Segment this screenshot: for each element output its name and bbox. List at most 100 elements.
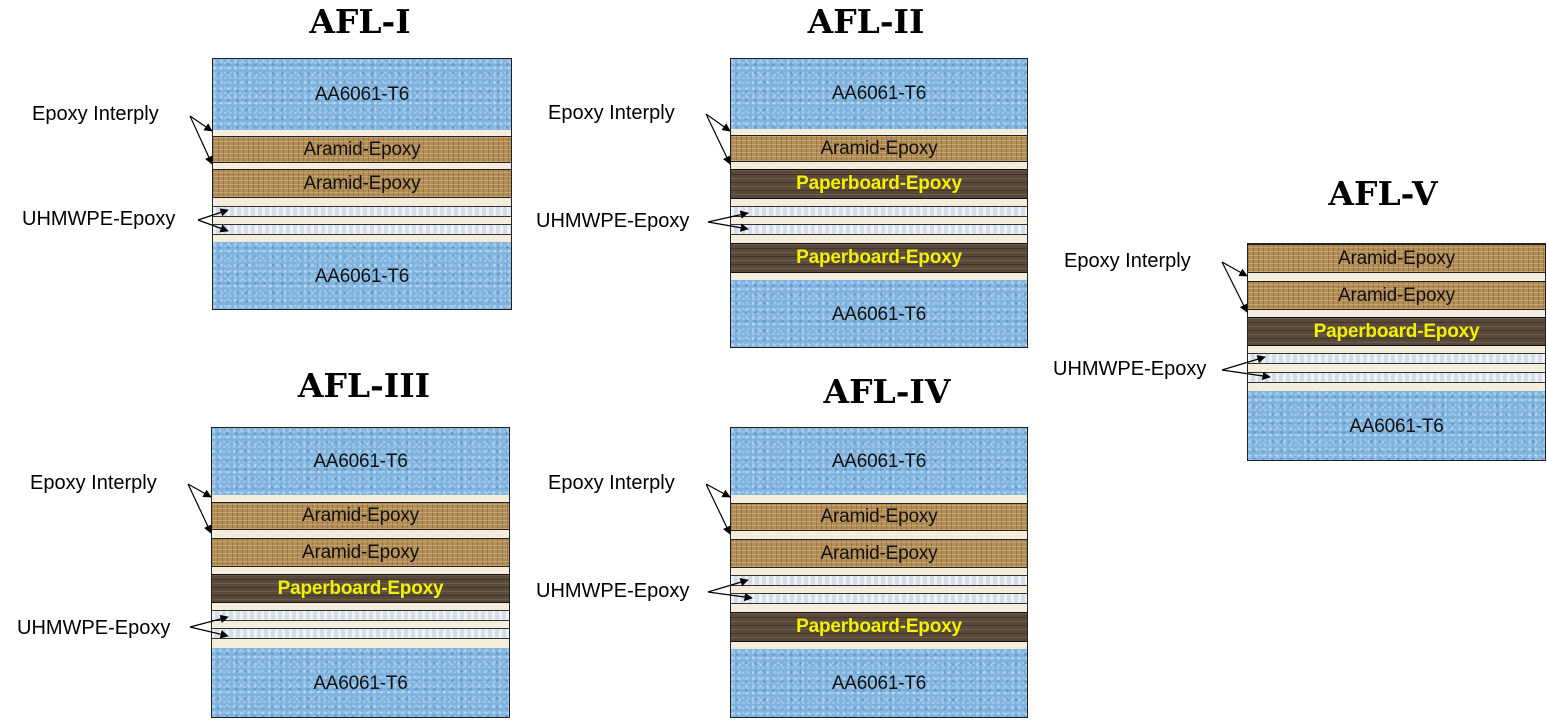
epoxy-interply-layer xyxy=(212,603,509,610)
layer-label: Aramid-Epoxy xyxy=(820,506,938,527)
layer-label: Aramid-Epoxy xyxy=(302,541,419,563)
uhmwpe-callout: UHMWPE-Epoxy xyxy=(22,208,176,230)
epoxy-interply-layer xyxy=(731,604,1027,612)
layer-label: Paperboard-Epoxy xyxy=(796,247,962,268)
layer-stack: AA6061-T6 Aramid-Epoxy Aramid-Epoxy Pape… xyxy=(211,427,510,718)
paperboard-epoxy-layer: Paperboard-Epoxy xyxy=(212,574,509,603)
epoxy-interply-layer xyxy=(213,217,511,224)
aramid-epoxy-layer: Aramid-Epoxy xyxy=(212,502,509,530)
aramid-epoxy-layer: Aramid-Epoxy xyxy=(212,538,509,567)
epoxy-interply-layer xyxy=(212,567,509,574)
aluminum-layer: AA6061-T6 xyxy=(212,428,509,495)
layer-label: AA6061-T6 xyxy=(831,83,927,104)
arrow-line xyxy=(1221,261,1248,277)
panel-title: AFL-II xyxy=(807,2,925,41)
layer-label: Aramid-Epoxy xyxy=(302,505,419,526)
layer-label: AA6061-T6 xyxy=(831,303,927,325)
epoxy-interply-layer xyxy=(731,642,1027,649)
epoxy-interply-callout: Epoxy Interply xyxy=(30,472,157,494)
arrow-line xyxy=(189,626,229,639)
arrow-line xyxy=(197,208,229,221)
arrow-line xyxy=(705,113,731,132)
epoxy-interply-layer xyxy=(1248,383,1545,391)
epoxy-interply-layer xyxy=(212,621,509,628)
layer-label: AA6061-T6 xyxy=(314,83,410,105)
panel-title: AFL-I xyxy=(309,2,411,41)
uhmwpe-callout: UHMWPE-Epoxy xyxy=(536,580,690,602)
arrow-line xyxy=(1221,261,1248,313)
aramid-epoxy-layer: Aramid-Epoxy xyxy=(1248,281,1545,310)
epoxy-interply-layer xyxy=(1248,310,1545,317)
aluminum-layer: AA6061-T6 xyxy=(212,648,509,717)
uhmwpe-epoxy-layer xyxy=(731,593,1027,604)
epoxy-interply-layer xyxy=(731,586,1027,593)
arrow-line xyxy=(707,591,753,602)
arrow-line xyxy=(187,483,212,498)
layer-label: AA6061-T6 xyxy=(313,672,408,694)
uhmwpe-callout: UHMWPE-Epoxy xyxy=(536,210,690,232)
layer-label: Paperboard-Epoxy xyxy=(796,173,962,194)
uhmwpe-epoxy-layer xyxy=(1248,353,1545,364)
aramid-epoxy-layer: Aramid-Epoxy xyxy=(213,136,511,163)
aluminum-layer: AA6061-T6 xyxy=(731,59,1027,129)
layer-label: AA6061-T6 xyxy=(314,265,410,287)
arrow-line xyxy=(705,483,731,535)
epoxy-interply-layer xyxy=(1248,364,1545,372)
epoxy-interply-layer xyxy=(212,530,509,538)
arrow-line xyxy=(707,210,749,223)
epoxy-interply-layer xyxy=(731,235,1027,243)
epoxy-interply-callout: Epoxy Interply xyxy=(548,102,675,124)
layer-label: Aramid-Epoxy xyxy=(1338,247,1455,269)
layer-stack: Aramid-Epoxy Aramid-Epoxy Paperboard-Epo… xyxy=(1247,243,1546,461)
aramid-epoxy-layer: Aramid-Epoxy xyxy=(213,169,511,198)
aramid-epoxy-layer: Aramid-Epoxy xyxy=(731,539,1027,568)
uhmwpe-callout: UHMWPE-Epoxy xyxy=(1053,358,1207,380)
epoxy-interply-layer xyxy=(1248,346,1545,353)
epoxy-interply-layer xyxy=(731,531,1027,539)
arrow-line xyxy=(189,115,213,165)
epoxy-interply-callout: Epoxy Interply xyxy=(1064,250,1191,272)
aramid-epoxy-layer: Aramid-Epoxy xyxy=(731,135,1027,162)
epoxy-interply-callout: Epoxy Interply xyxy=(32,103,159,125)
aluminum-layer: AA6061-T6 xyxy=(213,242,511,309)
layer-label: Aramid-Epoxy xyxy=(820,542,938,564)
arrow-line xyxy=(189,614,229,628)
epoxy-interply-layer xyxy=(212,495,509,502)
aluminum-layer: AA6061-T6 xyxy=(1248,391,1545,460)
arrow-line xyxy=(707,578,749,593)
epoxy-interply-layer xyxy=(1248,273,1545,281)
panel-title: AFL-III xyxy=(297,366,431,405)
layer-label: AA6061-T6 xyxy=(1349,415,1444,437)
epoxy-interply-layer xyxy=(213,130,511,136)
uhmwpe-epoxy-layer xyxy=(731,224,1027,235)
epoxy-interply-layer xyxy=(731,129,1027,135)
arrow-line xyxy=(187,483,212,534)
panel-title: AFL-V xyxy=(1328,174,1438,213)
layer-label: Paperboard-Epoxy xyxy=(277,577,444,599)
epoxy-interply-layer xyxy=(731,162,1027,169)
epoxy-interply-layer xyxy=(213,163,511,169)
aluminum-layer: AA6061-T6 xyxy=(213,59,511,130)
epoxy-interply-layer xyxy=(212,639,509,648)
arrow-line xyxy=(197,219,229,233)
paperboard-epoxy-layer: Paperboard-Epoxy xyxy=(731,243,1027,273)
arrow-line xyxy=(1221,355,1266,371)
epoxy-interply-layer xyxy=(213,235,511,242)
paperboard-epoxy-layer: Paperboard-Epoxy xyxy=(731,612,1027,642)
epoxy-interply-layer xyxy=(731,568,1027,575)
layer-label: Aramid-Epoxy xyxy=(1338,284,1455,306)
uhmwpe-epoxy-layer xyxy=(1248,372,1545,383)
panel-title: AFL-IV xyxy=(823,372,951,411)
layer-stack: AA6061-T6 Aramid-Epoxy Paperboard-Epoxy … xyxy=(730,58,1028,348)
epoxy-interply-layer xyxy=(731,495,1027,503)
uhmwpe-epoxy-layer xyxy=(212,628,509,639)
layer-label: AA6061-T6 xyxy=(831,673,927,694)
uhmwpe-epoxy-layer xyxy=(731,206,1027,217)
uhmwpe-epoxy-layer xyxy=(213,224,511,235)
layer-label: Paperboard-Epoxy xyxy=(1313,320,1480,342)
arrow-line xyxy=(707,221,749,232)
paperboard-epoxy-layer: Paperboard-Epoxy xyxy=(731,169,1027,199)
epoxy-interply-layer xyxy=(731,199,1027,206)
arrow-line xyxy=(189,115,213,132)
aluminum-layer: AA6061-T6 xyxy=(731,428,1027,495)
